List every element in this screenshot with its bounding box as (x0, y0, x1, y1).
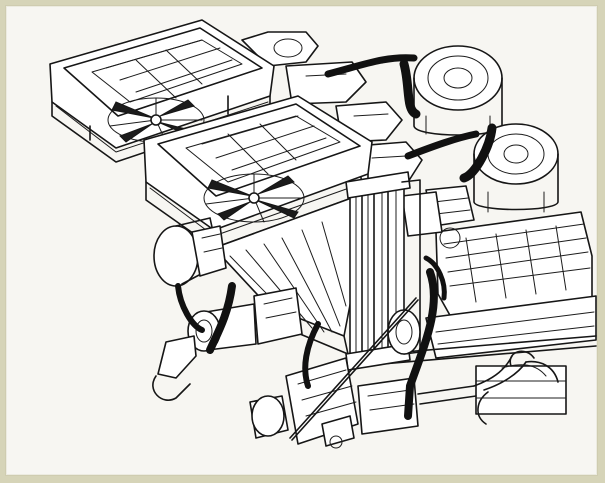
exchanger-columns (345, 171, 421, 371)
water-pump-left (153, 217, 227, 287)
figure-panel (5, 5, 598, 476)
diagonal-pipe (289, 297, 419, 441)
engine-block (355, 211, 597, 425)
fan-lower (203, 173, 305, 223)
engine-illustration (49, 19, 597, 449)
turbo-housing-upper (413, 45, 503, 136)
bottom-tubes (417, 355, 559, 405)
turbo-housing-lower (473, 123, 559, 213)
coolant-hoses (175, 54, 497, 420)
